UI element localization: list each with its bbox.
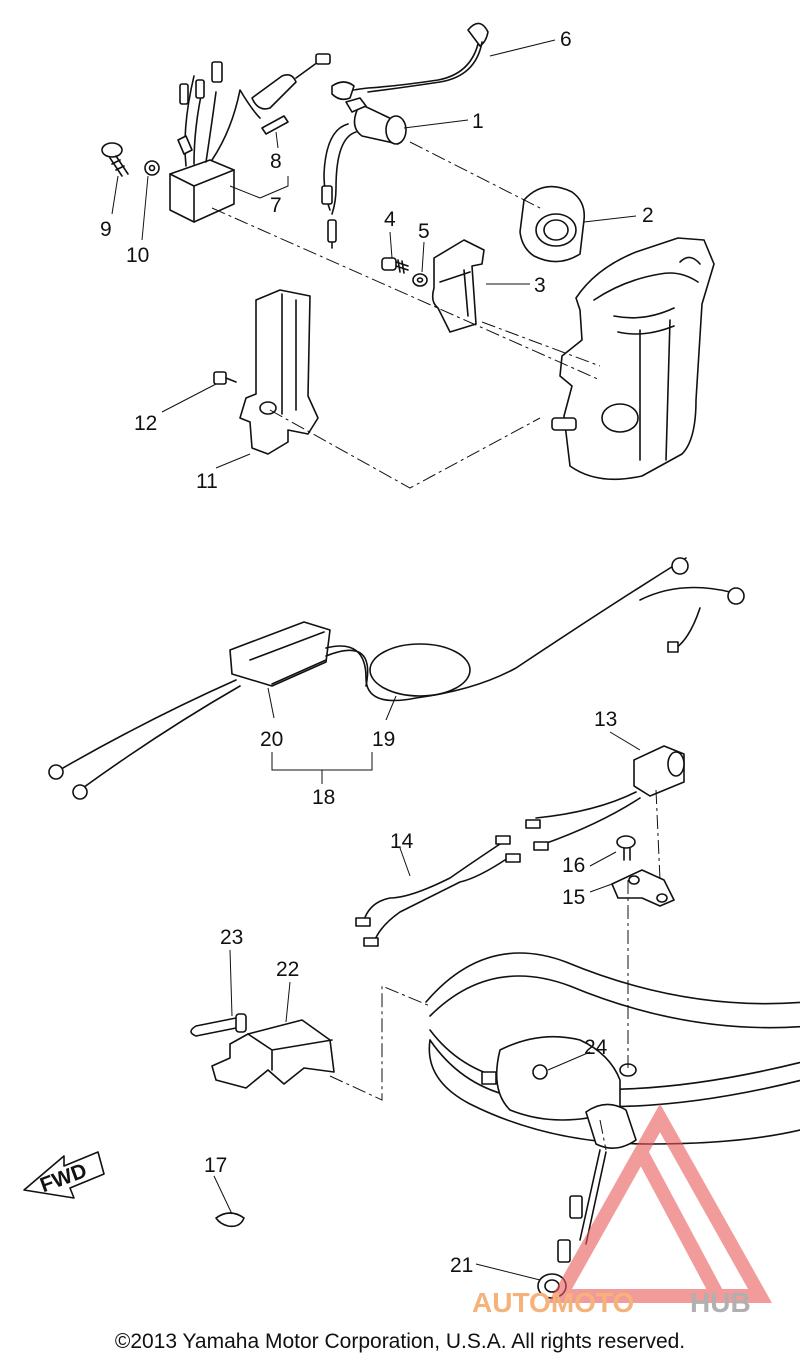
callout-15: 15 <box>562 886 585 909</box>
leader-lines <box>111 39 641 1281</box>
part-17-clamp <box>215 1212 245 1228</box>
callout-17: 17 <box>204 1154 227 1177</box>
callout-9: 9 <box>100 218 112 241</box>
callout-18: 18 <box>312 786 335 809</box>
callout-4: 4 <box>384 208 396 231</box>
callout-5: 5 <box>418 220 430 243</box>
part-9-bolt <box>101 142 129 177</box>
engine-mount-casting <box>551 237 715 481</box>
part-12-bolt <box>213 371 237 385</box>
callout-3: 3 <box>534 274 546 297</box>
part-23-clip <box>190 1013 247 1037</box>
callout-20: 20 <box>260 728 283 751</box>
part-18-harness <box>48 557 745 800</box>
watermark-logo <box>548 1103 772 1303</box>
parts-diagram: FWD AUTOMOTO HUB 6 1 2 3 4 5 8 7 9 10 12… <box>23 22 800 1318</box>
part-15-plate <box>611 869 675 907</box>
part-14-lead-wire <box>355 835 521 947</box>
callout-13: 13 <box>594 708 617 731</box>
part-10-washer <box>144 160 160 176</box>
callout-10: 10 <box>126 244 149 267</box>
callout-6: 6 <box>560 28 572 51</box>
part-8-fuse <box>261 115 289 135</box>
watermark-text-a: AUTOMOTO <box>472 1287 634 1318</box>
copyright-notice: ©2013 Yamaha Motor Corporation, U.S.A. A… <box>114 1330 686 1353</box>
part-11-plate <box>239 289 319 455</box>
part-1-starter-relay <box>321 97 407 249</box>
part-13-switch <box>525 745 685 851</box>
part-7-rectifier <box>169 53 331 223</box>
callout-8: 8 <box>270 150 282 173</box>
callout-1: 1 <box>472 110 484 133</box>
callout-2: 2 <box>642 204 654 227</box>
part-22-bracket <box>211 1019 335 1089</box>
part-5-washer <box>412 273 428 287</box>
callout-22: 22 <box>276 958 299 981</box>
callout-11: 11 <box>196 470 218 493</box>
part-2-relay-holder <box>519 185 586 263</box>
callout-19: 19 <box>372 728 395 751</box>
part-4-bolt <box>381 257 409 274</box>
callout-24: 24 <box>584 1036 608 1059</box>
callout-23: 23 <box>220 926 243 949</box>
lower-cowling <box>425 952 800 1149</box>
watermark-text-b: HUB <box>690 1287 751 1318</box>
part-16-screw <box>616 835 636 861</box>
callout-21: 21 <box>450 1254 473 1277</box>
callout-12: 12 <box>134 412 157 435</box>
callout-7: 7 <box>270 194 282 217</box>
callout-14: 14 <box>390 830 414 853</box>
assembly-lines <box>211 141 661 1151</box>
part-6-battery-lead <box>331 22 489 101</box>
fwd-arrow: FWD <box>23 1151 105 1199</box>
callout-16: 16 <box>562 854 585 877</box>
part-3-bracket <box>431 239 485 333</box>
